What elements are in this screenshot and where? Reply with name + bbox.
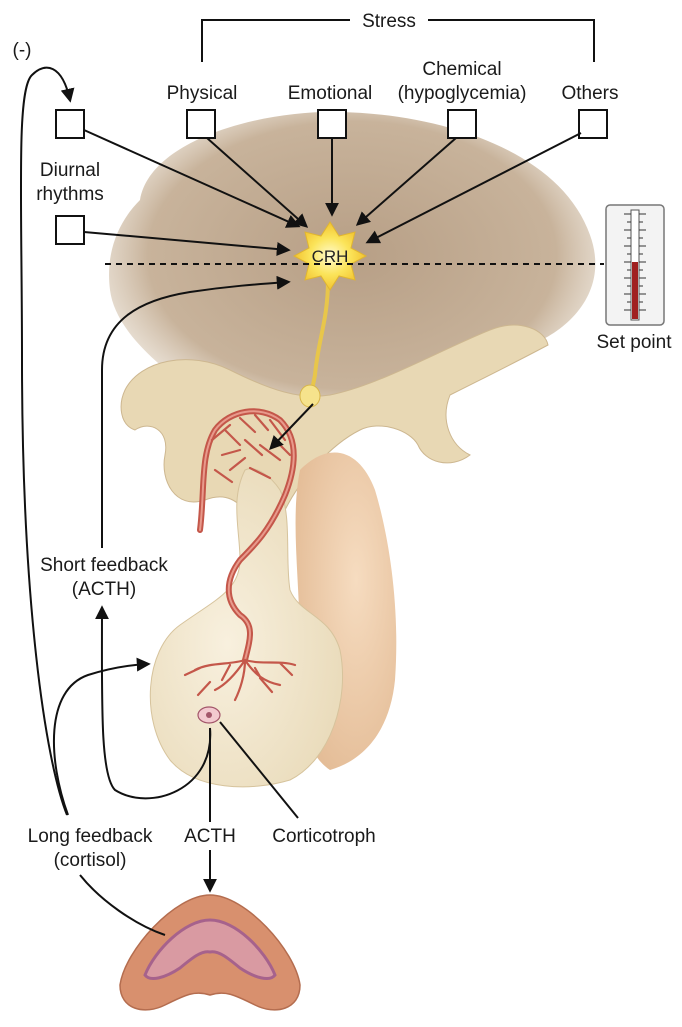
others-label: Others	[561, 83, 618, 104]
long-feedback-from-adrenal	[79, 874, 166, 936]
stress-title: Stress	[362, 11, 416, 32]
corticotroph-pointer	[219, 721, 299, 819]
physical-label: Physical	[167, 83, 238, 104]
chemical-input-box	[447, 109, 477, 139]
crh-axon-terminal	[299, 384, 321, 408]
crh-neuron	[292, 221, 368, 291]
hypothalamic-tissue	[120, 324, 549, 521]
set-point-thermometer	[605, 204, 665, 326]
stress-bracket	[201, 19, 595, 62]
set-point-label: Set point	[597, 332, 673, 353]
portal-vessels	[183, 408, 297, 702]
long-feedback-cortisol-label: (cortisol)	[54, 850, 127, 871]
short-feedback-label: Short feedback	[40, 555, 168, 576]
emotional-input-box	[317, 109, 347, 139]
short-feedback-acth-label: (ACTH)	[72, 579, 136, 600]
corticotroph-nucleus	[206, 712, 212, 718]
long-feedback-loop	[19, 66, 75, 816]
hypoglycemia-label: (hypoglycemia)	[398, 83, 527, 104]
short-feedback-to-crh	[101, 275, 291, 548]
physical-input-box	[186, 109, 216, 139]
long-feedback-to-pituitary	[52, 657, 151, 816]
long-feedback-label: Long feedback	[28, 826, 153, 847]
input-arrows	[83, 129, 582, 451]
feedback-input-box	[55, 109, 85, 139]
short-feedback-loop	[94, 605, 212, 800]
adrenal-gland	[119, 894, 301, 1011]
crh-label: CRH	[312, 247, 349, 266]
crh-axon	[310, 279, 330, 391]
diurnal-input-box	[55, 215, 85, 245]
corticotroph-label: Corticotroph	[272, 826, 376, 847]
chemical-label: Chemical	[422, 59, 501, 80]
negative-feedback-label: (-)	[13, 40, 32, 61]
acth-label: ACTH	[184, 826, 236, 847]
stress-label-bg	[352, 8, 426, 32]
others-input-box	[578, 109, 608, 139]
rhythms-label: rhythms	[36, 184, 104, 205]
emotional-label: Emotional	[288, 83, 373, 104]
diurnal-label: Diurnal	[40, 160, 100, 181]
